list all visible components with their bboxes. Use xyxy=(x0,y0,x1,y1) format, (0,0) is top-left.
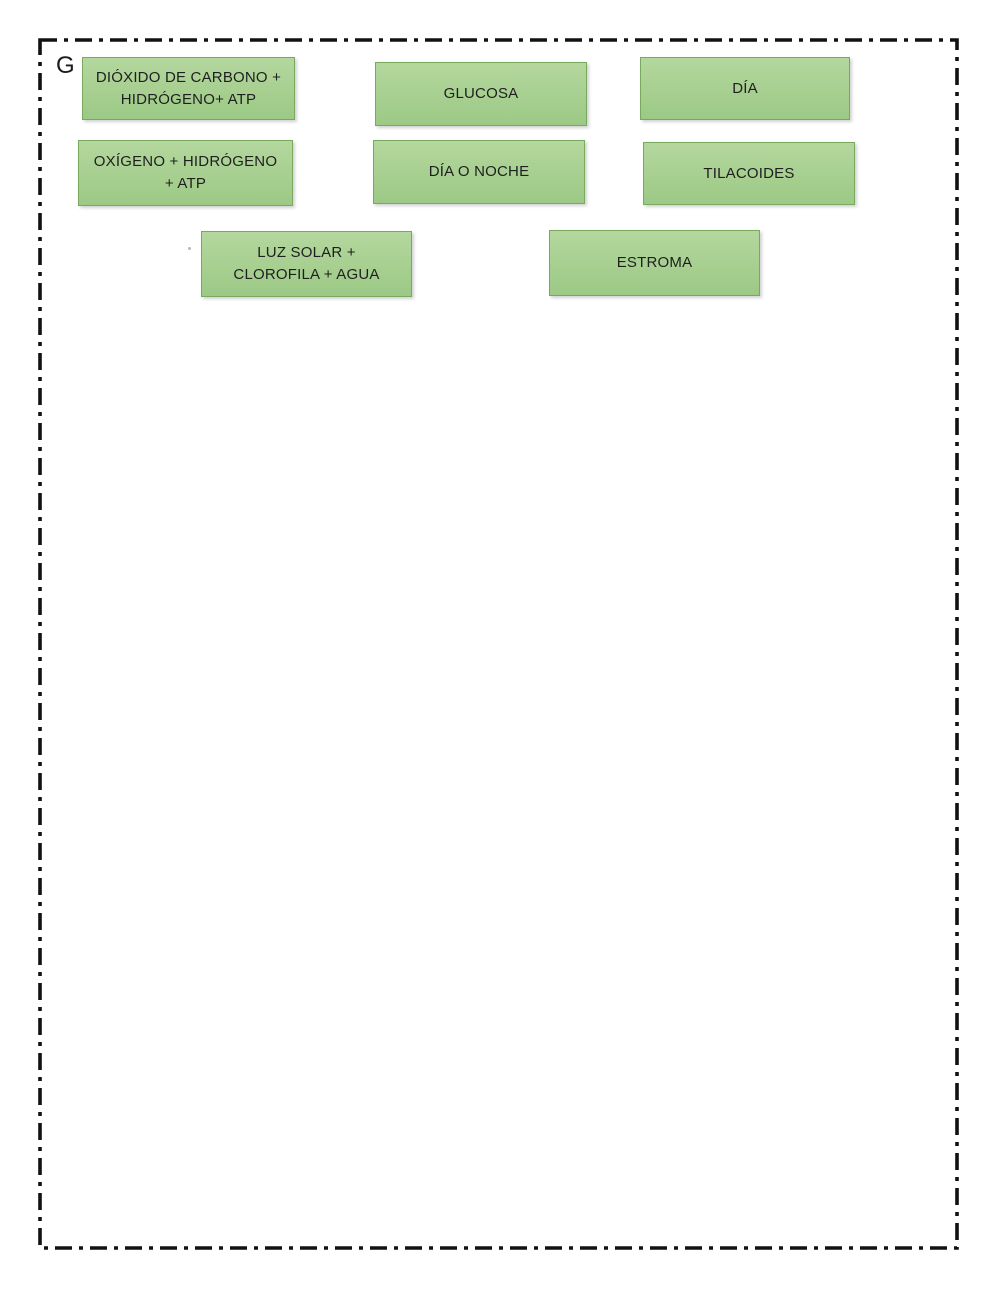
term-box-label: DÍA O NOCHE xyxy=(428,163,530,181)
term-box-luz-solar[interactable]: LUZ SOLAR + CLOROFILA + AGUA xyxy=(201,231,412,297)
term-box-glucosa[interactable]: GLUCOSA xyxy=(375,62,587,126)
corner-letter-g: G xyxy=(56,52,75,79)
term-box-oxigeno[interactable]: OXÍGENO + HIDRÓGENO + ATP xyxy=(78,140,293,206)
term-box-label: TILACOIDES xyxy=(703,164,795,182)
term-box-tilacoides[interactable]: TILACOIDES xyxy=(643,142,855,205)
term-box-label: OXÍGENO + HIDRÓGENO + ATP xyxy=(93,153,278,192)
stray-mark xyxy=(188,247,191,250)
term-box-estroma[interactable]: ESTROMA xyxy=(549,230,760,296)
term-box-label: GLUCOSA xyxy=(443,85,519,103)
term-box-dioxido-de-carbono[interactable]: DIÓXIDO DE CARBONO + HIDRÓGENO+ ATP xyxy=(82,57,295,120)
term-box-label: LUZ SOLAR + CLOROFILA + AGUA xyxy=(233,244,380,283)
term-box-label: DIÓXIDO DE CARBONO + HIDRÓGENO+ ATP xyxy=(95,68,282,108)
term-box-label: ESTROMA xyxy=(616,254,693,272)
page-dash-dot-border xyxy=(38,38,959,1250)
term-box-label: DÍA xyxy=(732,79,758,97)
term-box-dia[interactable]: DÍA xyxy=(640,57,850,120)
term-box-dia-o-noche[interactable]: DÍA O NOCHE xyxy=(373,140,585,204)
